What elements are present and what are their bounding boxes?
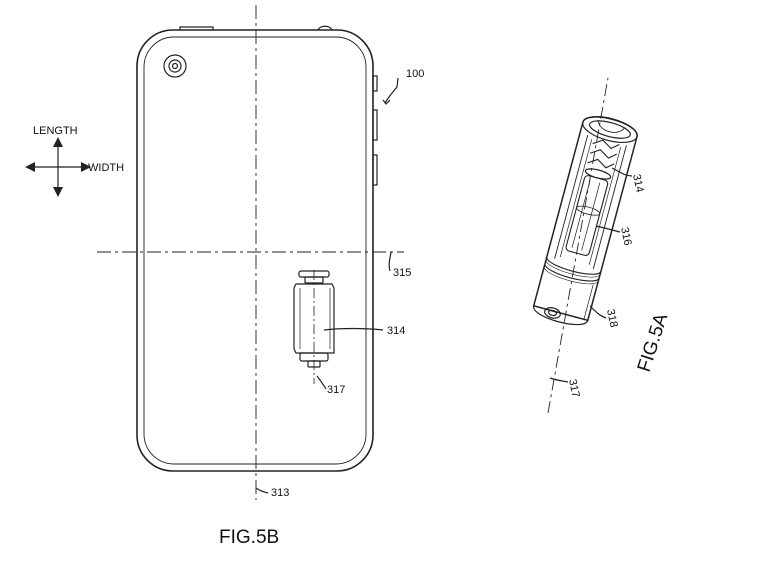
figure-caption-5b: FIG.5B (219, 527, 279, 548)
ref-315: 315 (393, 267, 411, 279)
axis-317-5a (547, 77, 609, 414)
direction-arrows (30, 142, 86, 192)
leader-317-5a (549, 377, 569, 383)
leader-315 (388, 251, 392, 272)
phone-outline (136, 25, 378, 472)
width-label: WIDTH (88, 162, 124, 174)
ref-318: 318 (604, 308, 620, 328)
actuator-314-5b (293, 270, 335, 368)
length-label: LENGTH (33, 125, 78, 137)
ref-313: 313 (271, 487, 289, 499)
ref-317-5b: 317 (327, 384, 345, 396)
leader-317-5b (316, 375, 327, 390)
leader-100-arrow (382, 99, 391, 105)
leader-316 (595, 225, 621, 233)
actuator-314-5a (532, 116, 638, 326)
ref-100: 100 (406, 68, 424, 80)
ref-314-5a: 314 (630, 173, 646, 193)
leader-314-5b (323, 327, 384, 331)
figure-caption-5a: FIG.5A (634, 311, 673, 375)
leader-314-5a (611, 167, 633, 177)
ref-317-5a: 317 (566, 378, 582, 398)
ref-314-5b: 314 (387, 325, 405, 337)
camera-lens-icon (163, 54, 187, 78)
arrowheads (25, 137, 91, 197)
ref-316: 316 (618, 226, 634, 246)
leader-100 (384, 77, 399, 104)
leader-313 (255, 487, 269, 494)
leader-318 (589, 305, 607, 319)
